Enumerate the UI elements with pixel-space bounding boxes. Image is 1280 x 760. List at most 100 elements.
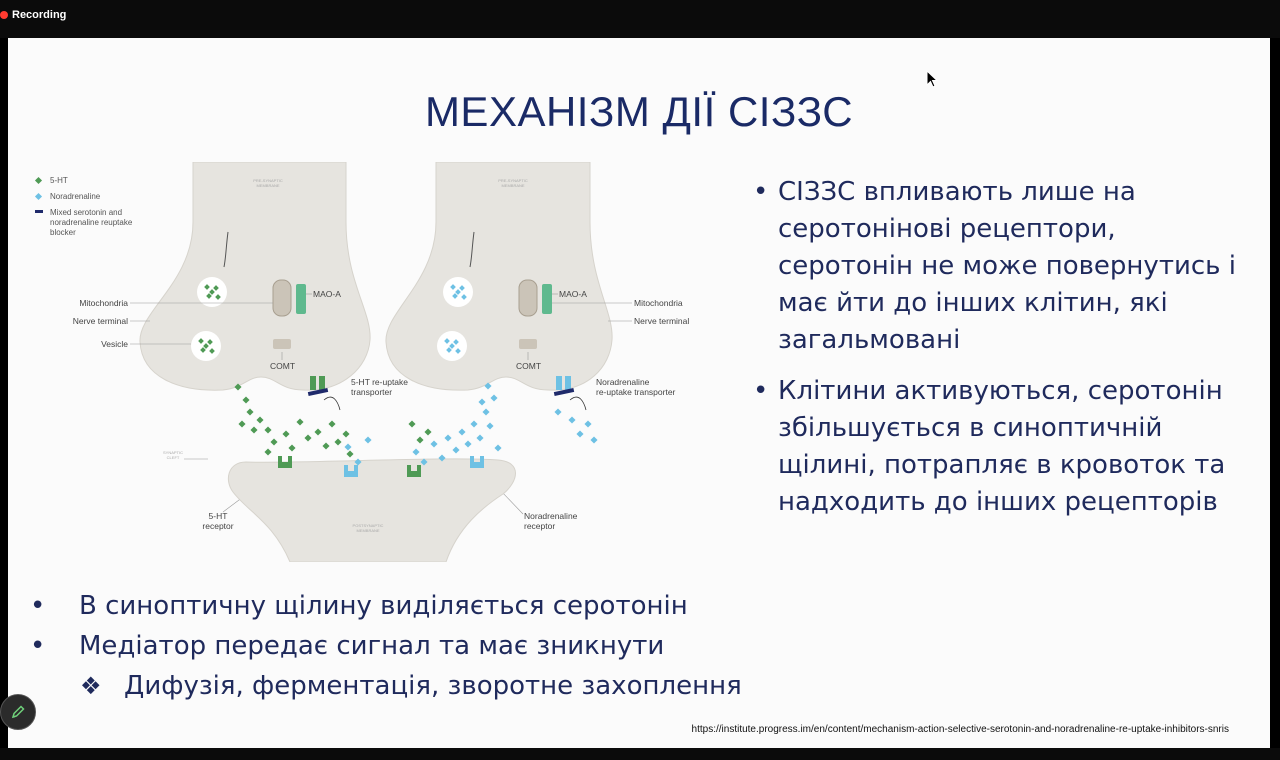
bottom-bullet-2: • Медіатор передає сигнал та має зникнути [30,626,742,666]
slide-title: МЕХАНІЗМ ДІЇ СІЗЗС [424,88,854,135]
molecule [238,420,246,428]
molecule [304,434,312,442]
bottom-bullet-list: •В синоптичну щілину виділяється серотон… [30,586,742,706]
molecule [213,285,219,291]
molecule [453,339,459,345]
recording-label: Recording [12,9,67,21]
molecule [250,426,258,434]
molecule [430,440,438,448]
molecule [416,436,424,444]
release-arrow-right [469,231,475,268]
na-receptor-left [344,465,358,477]
molecule [322,442,330,450]
presynaptic-label-l2: MEMBRANE [256,183,279,188]
5ht-receptor-left [278,456,292,468]
molecule [209,348,215,354]
pen-icon [11,705,25,719]
molecule [256,416,264,424]
molecule [458,428,466,436]
legend-blocker-marker [35,210,43,213]
molecule [408,420,416,428]
molecule [270,438,278,446]
molecule [246,408,254,416]
molecule [554,408,562,416]
molecule [576,430,584,438]
na-reuptake-transporter [553,376,575,397]
label-mao-a-left: MAO-A [313,289,341,299]
neurotransmitter-molecules [198,284,598,466]
right-bullet-2-text: Клітини активуються, серотонін збільшуєт… [778,376,1226,517]
legend-blocker-1: Mixed serotonin and [50,208,122,217]
molecule [476,434,484,442]
bottom-bullet-2-text: Медіатор передає сигнал та має зникнути [79,631,665,661]
molecule [334,438,342,446]
label-5ht-transporter-1: 5-HT re-uptake [351,377,408,387]
label-mao-a-right: MAO-A [559,289,587,299]
presentation-slide: МЕХАНІЗМ ДІЇ СІЗЗС 5-HT Noradrenaline Mi… [8,38,1270,748]
label-na-transporter-2: re-uptake transporter [596,387,676,397]
label-na-receptor-2: receptor [524,521,555,531]
5ht-reuptake-transporter [307,376,329,397]
label-mitochondria-right: Mitochondria [634,298,683,308]
molecule [482,408,490,416]
molecule [204,284,210,290]
annotate-button[interactable] [0,694,36,730]
molecule [590,436,598,444]
molecule [200,347,206,353]
mao-a-right [542,284,552,314]
molecule [478,398,486,406]
synapse-diagram: 5-HT Noradrenaline Mixed serotonin and n… [34,162,689,562]
reuptake-arrow-left [323,396,341,411]
molecule [452,446,460,454]
bullet-marker: • [30,591,46,621]
molecule [242,396,250,404]
right-bullet-list: •СІЗЗС впливають лише на серотонінові ре… [753,174,1253,535]
label-5ht-transporter-2: transporter [351,387,392,397]
molecule [288,444,296,452]
molecule [342,430,350,438]
molecule [354,458,362,466]
molecule [490,394,498,402]
label-5ht-receptor-2: receptor [202,521,233,531]
molecule [328,420,336,428]
molecule [446,347,452,353]
molecule [346,450,354,458]
molecule [568,416,576,424]
recording-indicator[interactable]: Recording [0,8,66,22]
mitochondrion-right [518,279,538,317]
molecule [461,294,467,300]
right-bullet-1-text: СІЗЗС впливають лише на серотонінові рец… [778,177,1236,355]
molecule [412,448,420,456]
molecule [198,338,204,344]
molecule [470,420,478,428]
cursor-icon [926,70,938,88]
molecule [449,343,455,349]
molecule [464,440,472,448]
mao-a-left [296,284,306,314]
molecule [344,443,352,451]
molecule [459,285,465,291]
bullet-marker: • [30,631,46,661]
postsynaptic-membrane [227,458,516,562]
molecule [209,289,215,295]
cleft-label-2: CLEFT [167,455,180,460]
source-link[interactable]: https://institute.progress.im/en/content… [691,724,1229,735]
label-na-receptor-1: Noradrenaline [524,511,578,521]
legend-5ht-marker [34,176,43,185]
label-mitochondria-left: Mitochondria [79,298,128,308]
molecule [444,338,450,344]
comt-left [273,339,291,349]
molecule [264,426,272,434]
presynaptic-terminal-right [385,162,613,391]
molecule [455,289,461,295]
molecule [296,418,304,426]
presynaptic-label-l1: PRE-SYNAPTIC [253,178,283,183]
diagram-legend: 5-HT Noradrenaline Mixed serotonin and n… [34,176,133,237]
release-arrow-left [223,231,229,268]
diamond-bullet-icon: ❖ [80,672,102,700]
bottom-subbullet-1-text: Дифузія, ферментація, зворотне захопленн… [124,671,742,701]
molecule [444,434,452,442]
presynaptic-terminal-left [139,162,371,391]
molecule [452,293,458,299]
legend-noradrenaline: Noradrenaline [50,192,101,201]
